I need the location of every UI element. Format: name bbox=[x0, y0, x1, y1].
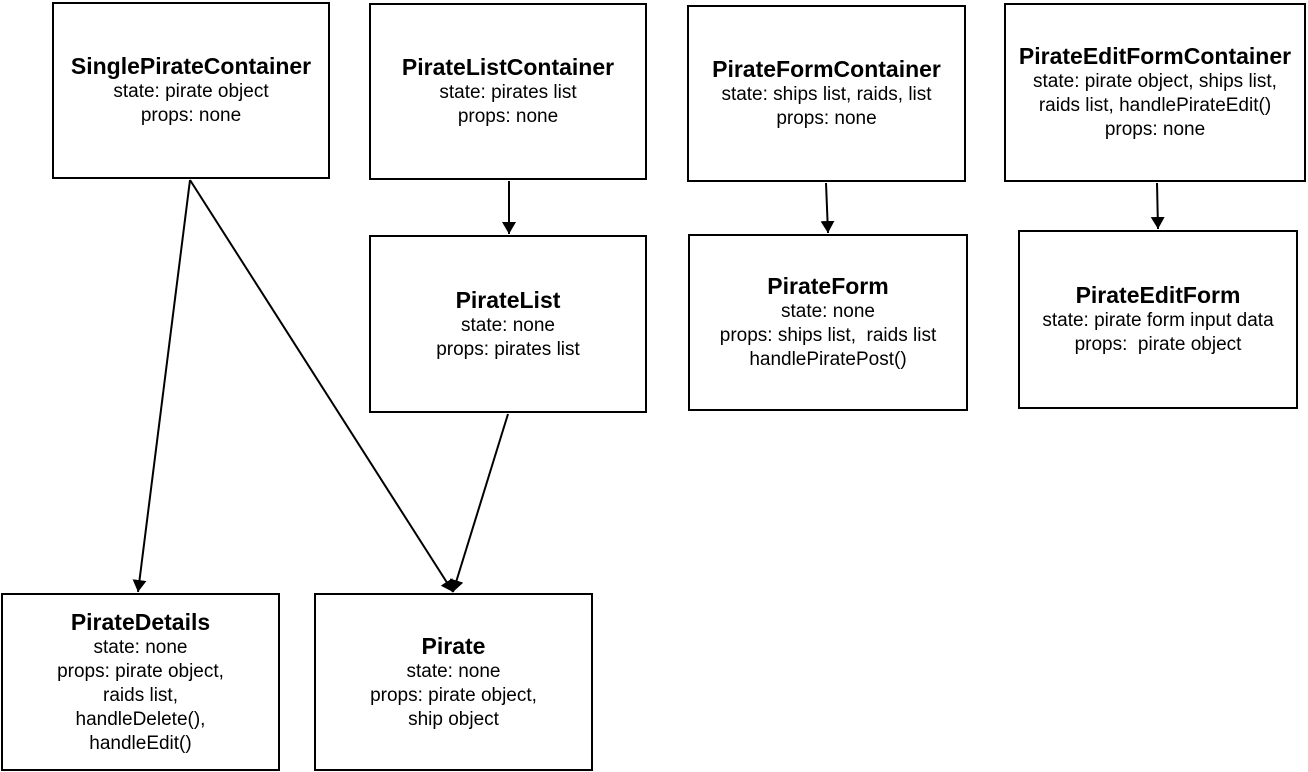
edge-pirate-form-container-to-pirate-form bbox=[820, 182, 835, 234]
node-line: raids list, handlePirateEdit() bbox=[1038, 95, 1272, 116]
edge-single-pirate-container-to-pirate-details bbox=[132, 179, 191, 593]
node-title: PirateForm bbox=[767, 273, 889, 299]
node-line: props: none bbox=[457, 106, 559, 127]
edge-pirate-list-to-pirate bbox=[449, 413, 509, 593]
node-title: PirateDetails bbox=[70, 608, 211, 635]
node-pirate-form-container: PirateFormContainer state: ships list, r… bbox=[687, 5, 966, 182]
node-line: state: ships list, raids, list bbox=[721, 84, 932, 105]
node-line: state: pirates list bbox=[439, 82, 577, 103]
node-single-pirate-container: SinglePirateContainer state: pirate obje… bbox=[52, 2, 330, 179]
node-line: props: none bbox=[140, 105, 242, 126]
node-line: props: pirate object, bbox=[370, 684, 537, 706]
node-pirate-form: PirateForm state: none props: ships list… bbox=[688, 234, 968, 411]
node-line: props: none bbox=[776, 108, 877, 129]
node-title: PirateListContainer bbox=[401, 54, 615, 80]
node-title: SinglePirateContainer bbox=[70, 53, 312, 79]
node-pirate: Pirate state: none props: pirate object,… bbox=[314, 593, 593, 771]
node-line: state: pirate form input data bbox=[1042, 310, 1274, 331]
node-line: state: none bbox=[460, 314, 556, 336]
node-line: raids list, bbox=[103, 684, 178, 706]
node-pirate-edit-form: PirateEditForm state: pirate form input … bbox=[1018, 230, 1298, 409]
node-line: handlePiratePost() bbox=[749, 349, 907, 370]
node-title: PirateList bbox=[455, 286, 561, 313]
edge-single-pirate-container-to-pirate bbox=[189, 179, 454, 593]
node-line: handleDelete(), bbox=[75, 708, 206, 730]
node-pirate-list: PirateList state: none props: pirates li… bbox=[369, 235, 647, 413]
node-line: props: ships list, raids list bbox=[719, 325, 937, 346]
node-line: ship object bbox=[408, 708, 499, 730]
node-title: PirateEditFormContainer bbox=[1018, 43, 1292, 69]
node-title: PirateFormContainer bbox=[712, 56, 941, 82]
node-line: state: pirate object, ships list, bbox=[1033, 71, 1277, 92]
node-pirate-edit-form-container: PirateEditFormContainer state: pirate ob… bbox=[1004, 3, 1306, 182]
node-pirate-list-container: PirateListContainer state: pirates list … bbox=[369, 3, 647, 180]
node-line: props: pirates list bbox=[436, 338, 580, 360]
node-line: state: none bbox=[93, 636, 188, 658]
node-line: props: none bbox=[1104, 119, 1206, 140]
node-line: props: pirate object, bbox=[57, 660, 224, 682]
node-title: Pirate bbox=[421, 632, 486, 659]
node-title: PirateEditForm bbox=[1075, 282, 1241, 308]
node-line: state: pirate object bbox=[113, 81, 269, 102]
node-line: state: none bbox=[780, 301, 876, 322]
node-line: props: pirate object bbox=[1074, 334, 1242, 355]
edge-pirate-edit-form-container-to-pirate-edit-form bbox=[1150, 182, 1165, 230]
node-line: handleEdit() bbox=[89, 732, 192, 754]
node-line: state: none bbox=[406, 660, 501, 682]
node-pirate-details: PirateDetails state: none props: pirate … bbox=[1, 593, 280, 771]
